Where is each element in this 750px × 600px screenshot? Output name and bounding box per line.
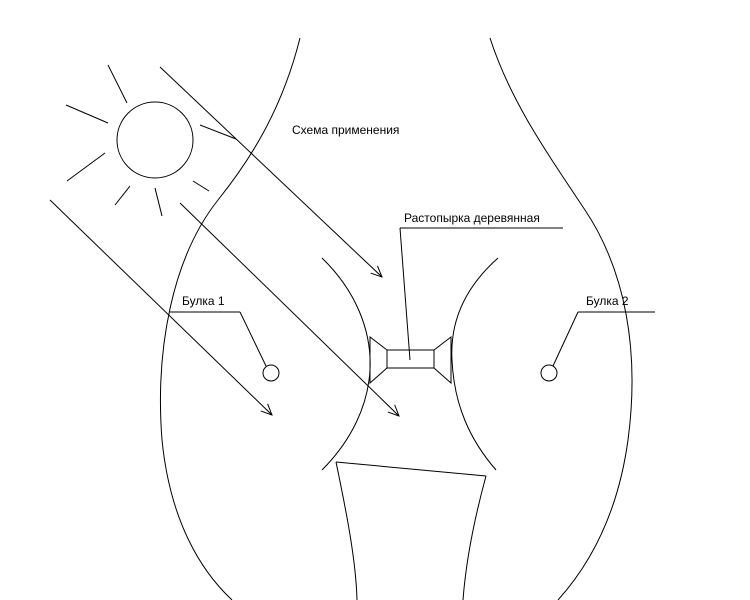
bun1-callout: Булка 1	[170, 294, 280, 382]
bun1-label: Булка 1	[182, 294, 225, 308]
arrow-icon	[159, 66, 382, 277]
arrow-icon	[179, 202, 399, 416]
diagram-title: Схема применения	[292, 123, 399, 137]
arrow-icon	[49, 199, 272, 415]
wooden-spreader	[369, 335, 452, 385]
bun2-marker	[540, 364, 558, 382]
bun1-marker	[262, 364, 280, 382]
sun-ray-arrows	[49, 66, 399, 416]
spreader-label: Растопырка деревянная	[404, 211, 540, 225]
spreader-callout: Растопырка деревянная	[399, 211, 563, 361]
inner-contour	[321, 257, 499, 600]
bun2-label: Булка 2	[586, 294, 629, 308]
body-outline	[160, 37, 633, 600]
bun2-callout: Булка 2	[540, 294, 655, 382]
sun-icon	[65, 64, 237, 217]
